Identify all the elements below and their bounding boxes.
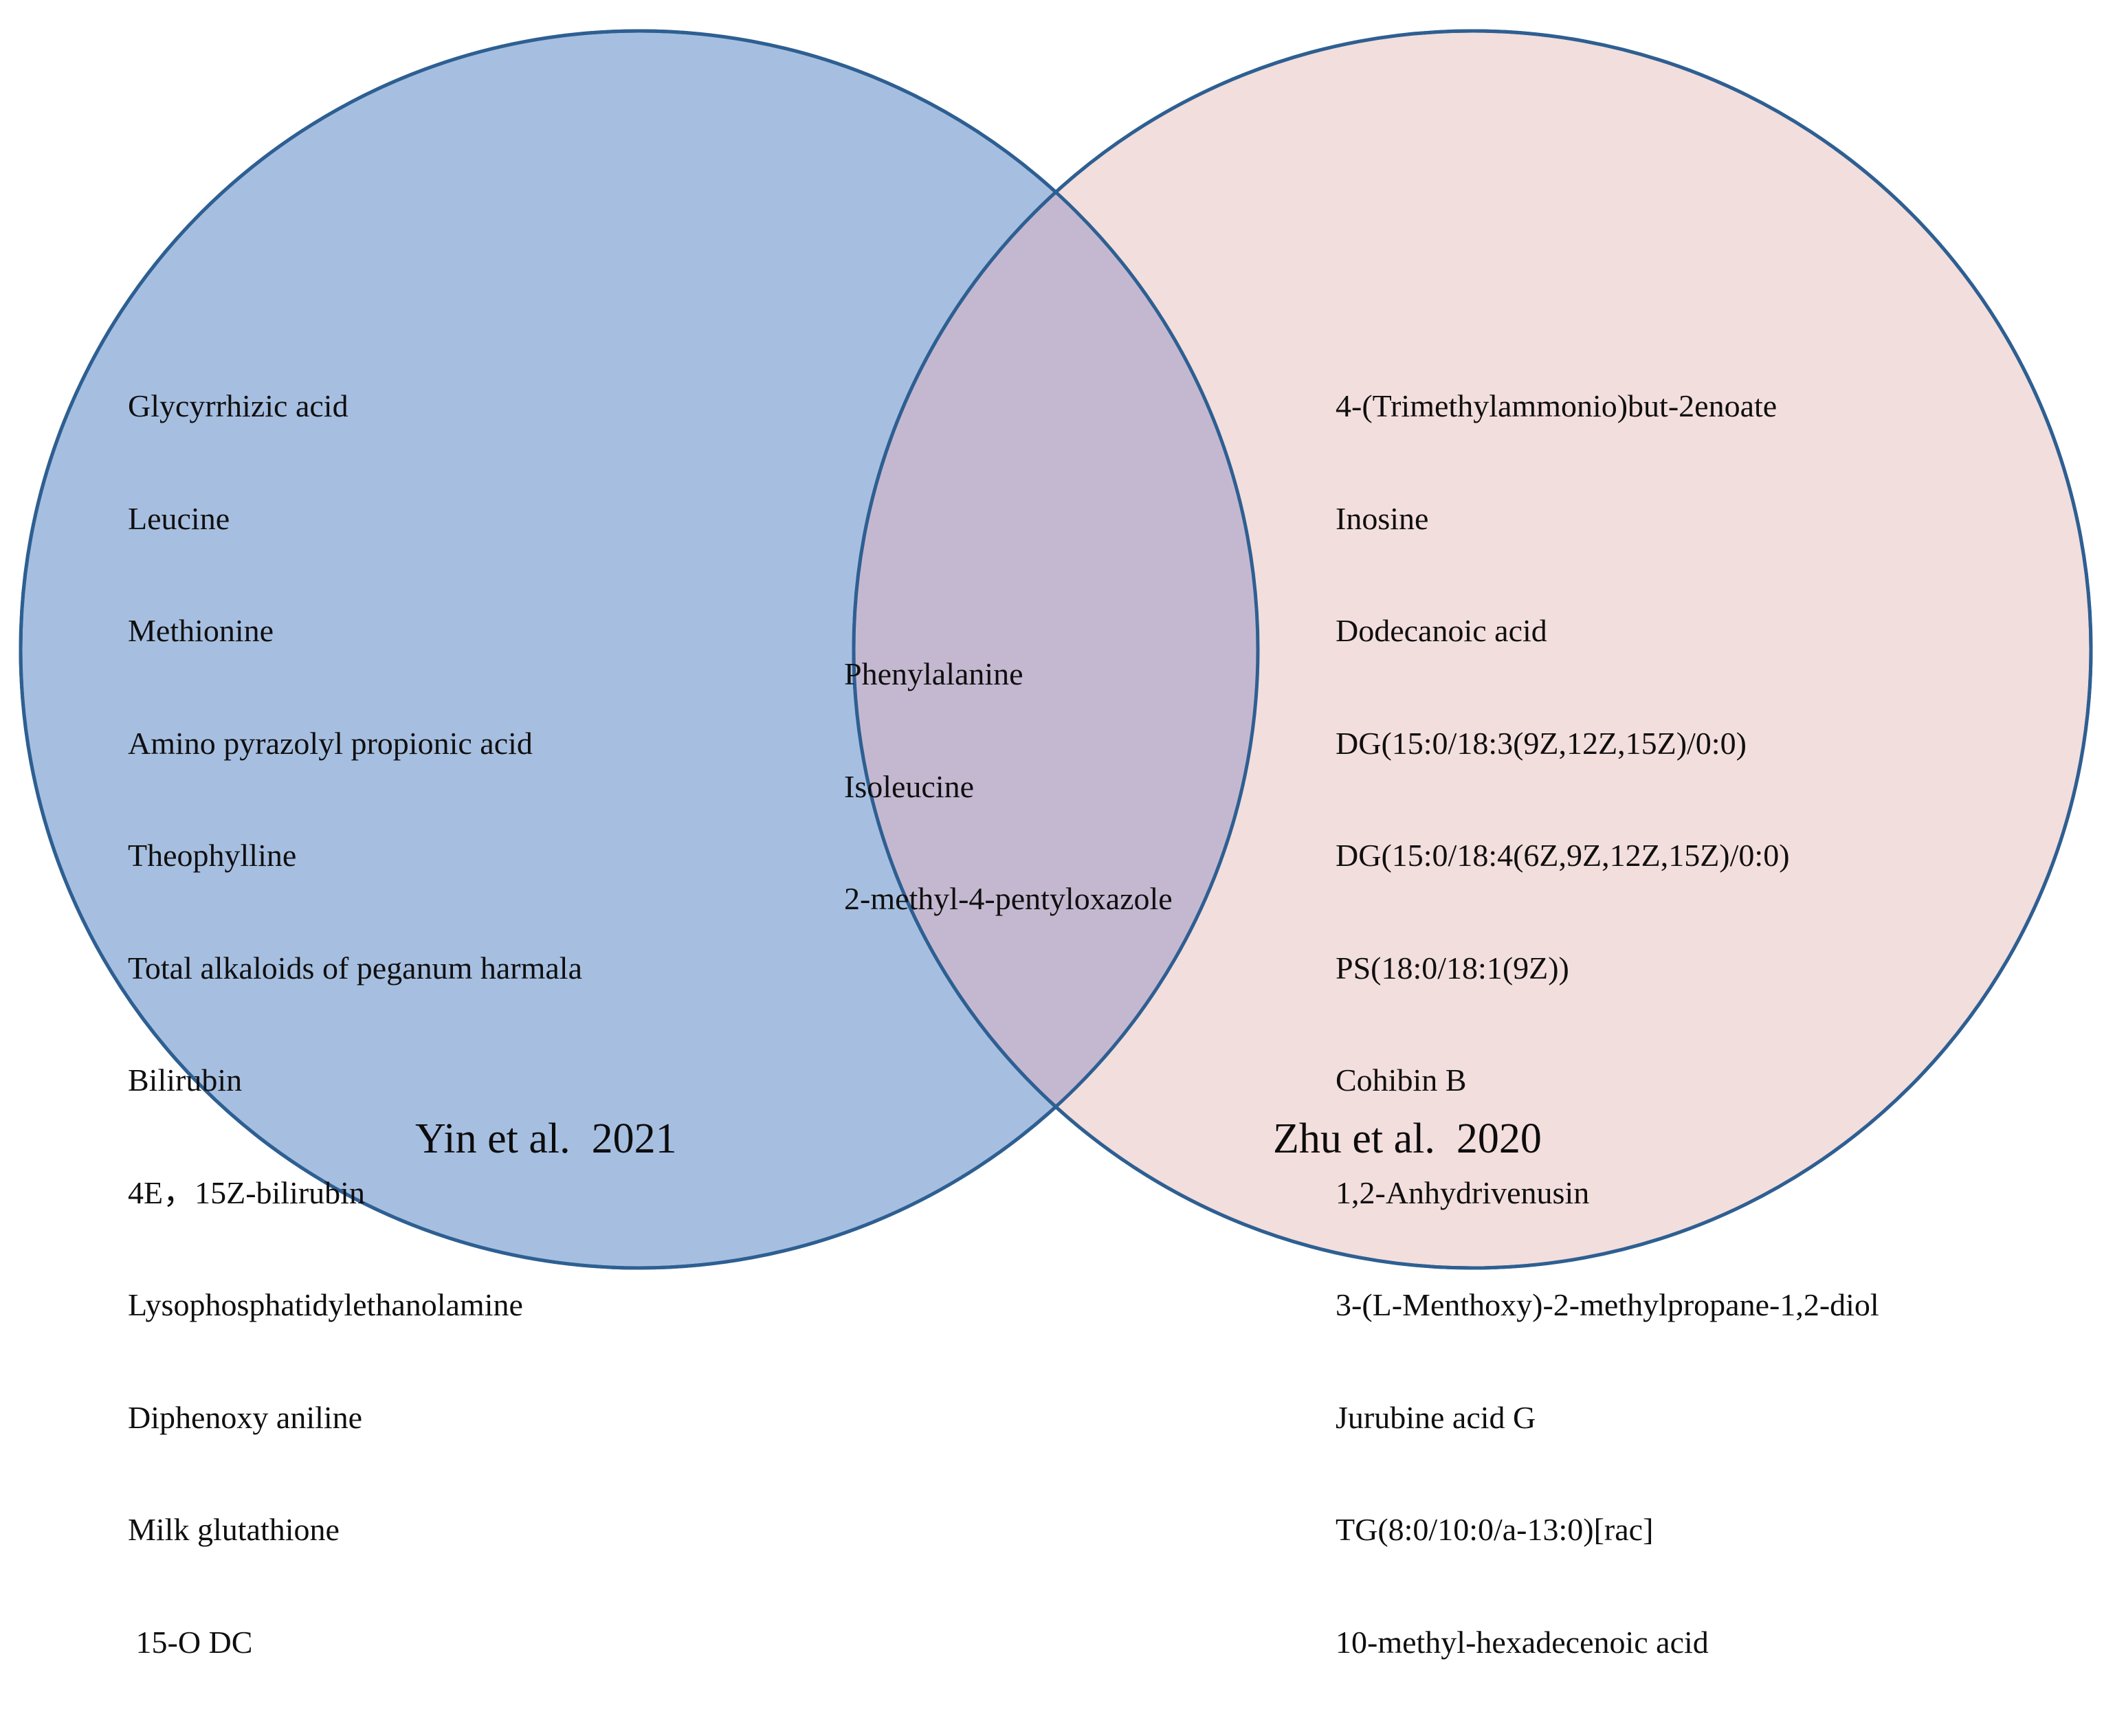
list-item: Cohibin B [1336, 1062, 1467, 1098]
left-set-caption: Yin et al. 2021 [415, 1115, 677, 1162]
list-item: Glycyrrhizic acid [128, 388, 348, 423]
list-item: Jurubine acid G [1336, 1399, 1536, 1435]
list-item: 2-methyl-4-pentyloxazole [844, 881, 1173, 916]
list-item: Bilirubin [128, 1062, 243, 1098]
venn-text-layer: Glycyrrhizic acid Leucine Methionine Ami… [128, 388, 1879, 1660]
right-set-item-list: 4-(Trimethylammonio)but-2enoate Inosine … [1336, 313, 1879, 1736]
list-item: Dodecanoic acid [1336, 613, 1547, 648]
left-set-item-list: Glycyrrhizic acid Leucine Methionine Ami… [128, 313, 582, 1736]
list-item: Leucine [128, 500, 230, 536]
list-item: 15-O DC [128, 1624, 253, 1660]
intersection-item-list: Phenylalanine Isoleucine 2-methyl-4-pent… [844, 581, 1173, 993]
list-item: Isoleucine [844, 768, 975, 804]
venn-intersection-region[interactable] [854, 31, 2091, 1268]
list-item: 3-(L-Menthoxy)-2-methylpropane-1,2-diol [1336, 1287, 1879, 1322]
list-item: Methionine [128, 613, 274, 648]
list-item: Inosine [1336, 500, 1429, 536]
list-item: Theophylline [128, 838, 297, 873]
list-item: PS(18:0/18:1(9Z)) [1336, 950, 1569, 986]
list-item: Diphenoxy aniline [128, 1399, 363, 1435]
venn-diagram: Glycyrrhizic acid Leucine Methionine Ami… [19, 29, 2093, 1660]
list-item: Lysophosphatidylethanolamine [128, 1287, 523, 1322]
list-item: 10-methyl-hexadecenoic acid [1336, 1624, 1709, 1660]
list-item: TG(8:0/10:0/a-13:0)[rac] [1336, 1512, 1654, 1547]
list-item: Phenylalanine [844, 656, 1023, 691]
list-item: 1,2-Anhydrivenusin [1336, 1175, 1590, 1210]
list-item: Total alkaloids of peganum harmala [128, 950, 583, 986]
right-set-caption: Zhu et al. 2020 [1273, 1115, 1542, 1162]
venn-shapes [19, 29, 2093, 1270]
venn-circle-right-outline [852, 29, 2093, 1270]
list-item: Milk glutathione [128, 1512, 340, 1547]
list-item: DG(15:0/18:3(9Z,12Z,15Z)/0:0) [1336, 725, 1747, 761]
list-item: 4E，15Z-bilirubin [128, 1175, 365, 1210]
list-item: 4-(Trimethylammonio)but-2enoate [1336, 388, 1778, 423]
list-item: DG(15:0/18:4(6Z,9Z,12Z,15Z)/0:0) [1336, 838, 1790, 873]
venn-circle-left-outline [19, 29, 1260, 1270]
list-item: Amino pyrazolyl propionic acid [128, 725, 533, 761]
